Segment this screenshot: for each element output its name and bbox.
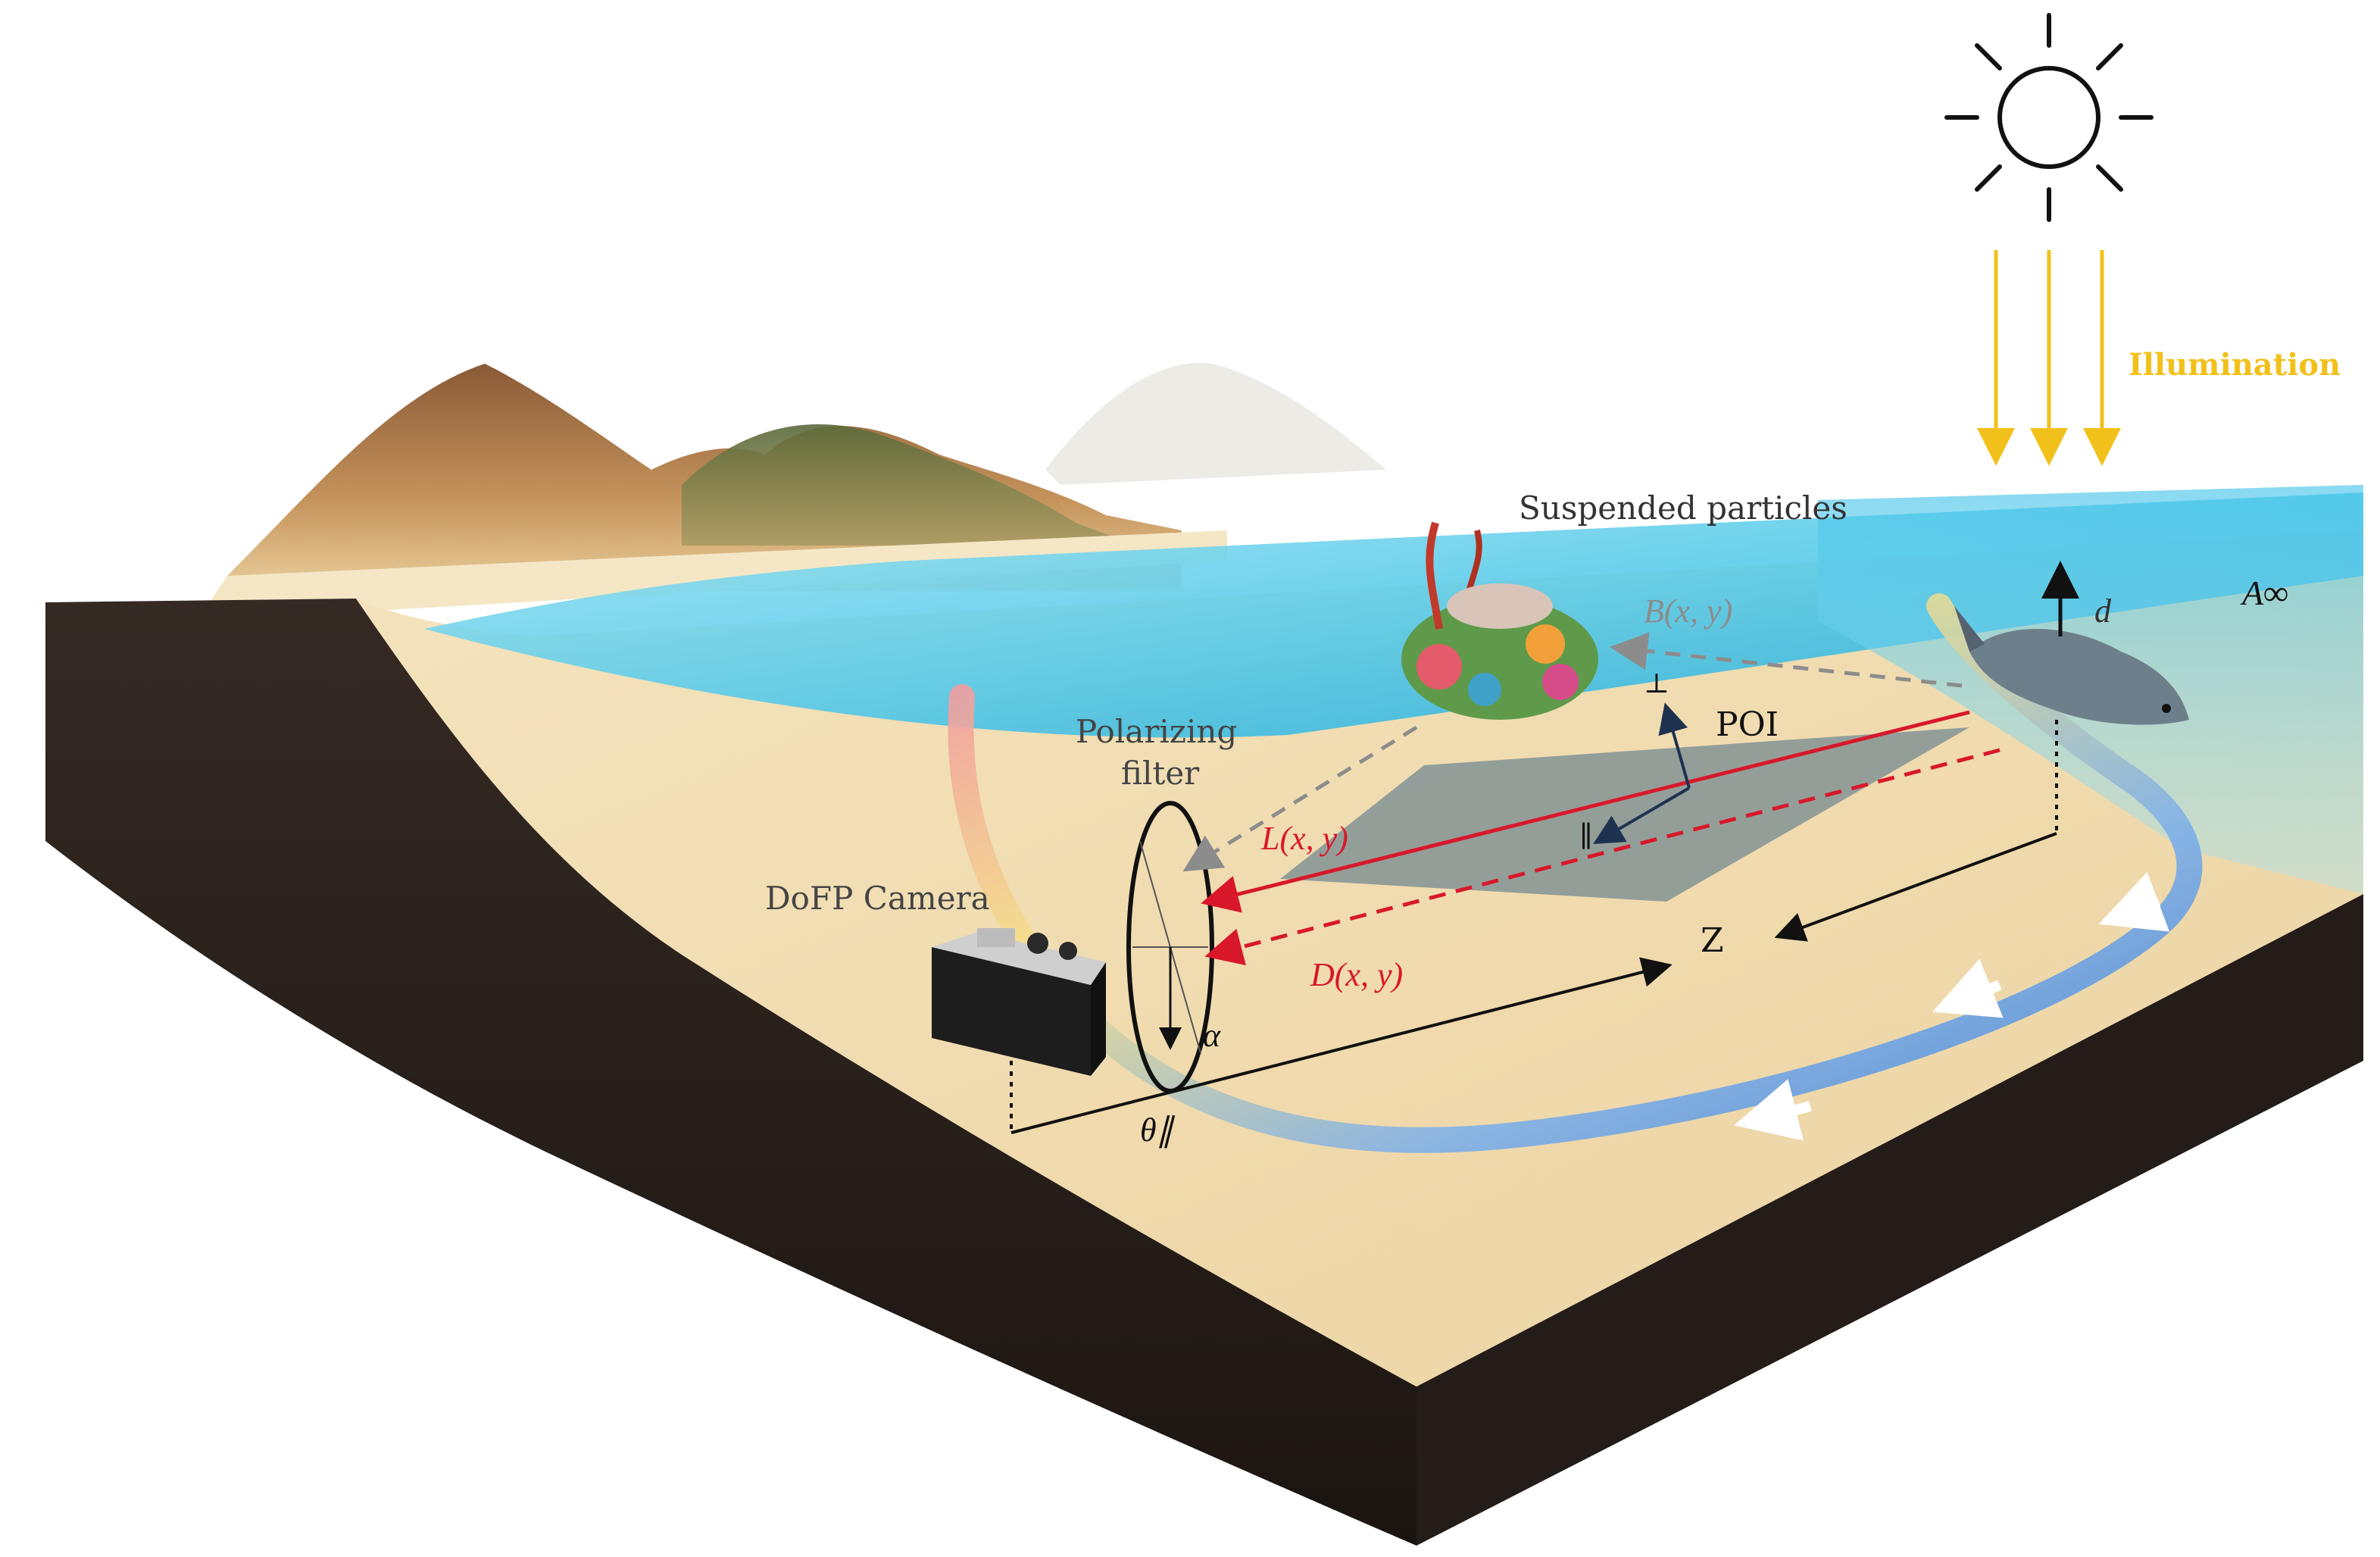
poi-plane bbox=[1280, 727, 1969, 902]
z-axis-label: Z bbox=[1701, 921, 1724, 960]
scatter-to-filter-arrow bbox=[1182, 725, 1418, 872]
camera-icon bbox=[932, 928, 1106, 1076]
suspended-particles-label: Suspended particles bbox=[1519, 489, 1847, 527]
fish-icon bbox=[1954, 606, 2189, 725]
illumination-rays bbox=[1977, 250, 2121, 466]
dofp-camera-label: DoFP Camera bbox=[765, 880, 990, 917]
soil-side-face bbox=[45, 599, 1416, 1546]
backscatter-arrow bbox=[1610, 632, 1963, 688]
direct-signal-label: L(x, y) bbox=[1261, 820, 1348, 857]
a-infinity-label: A∞ bbox=[2242, 574, 2288, 612]
perp-label: ⊥ bbox=[1644, 668, 1669, 699]
theta-parallel-label: θ∥ bbox=[1140, 1111, 1173, 1149]
illumination-label: Illumination bbox=[2129, 347, 2341, 383]
alpha-label: α bbox=[1203, 1017, 1221, 1054]
z-axis-to-fish bbox=[1774, 832, 2057, 942]
mountain-icon bbox=[227, 363, 1386, 591]
polarizing-filter-label-line2: filter bbox=[1121, 755, 1200, 792]
direct-signal-arrow bbox=[1201, 710, 1970, 913]
soil-front-face bbox=[1416, 894, 2363, 1546]
coral-icon bbox=[1401, 521, 1598, 720]
parallel-axis-arrow bbox=[1593, 786, 1691, 845]
poi-label: POI bbox=[1716, 705, 1779, 744]
polarizing-filter-label-line1: Polarizing bbox=[1076, 713, 1238, 750]
depth-label: d bbox=[2094, 592, 2111, 630]
z-axis-to-camera bbox=[1010, 957, 1673, 1134]
attenuated-signal-label: D(x, y) bbox=[1310, 956, 1404, 993]
perp-axis-arrow bbox=[1658, 702, 1691, 789]
parallel-label: ∥ bbox=[1579, 820, 1593, 853]
sun-icon bbox=[1944, 13, 2154, 222]
beach-strip bbox=[197, 530, 1227, 621]
backscatter-label: B(x, y) bbox=[1644, 592, 1733, 630]
